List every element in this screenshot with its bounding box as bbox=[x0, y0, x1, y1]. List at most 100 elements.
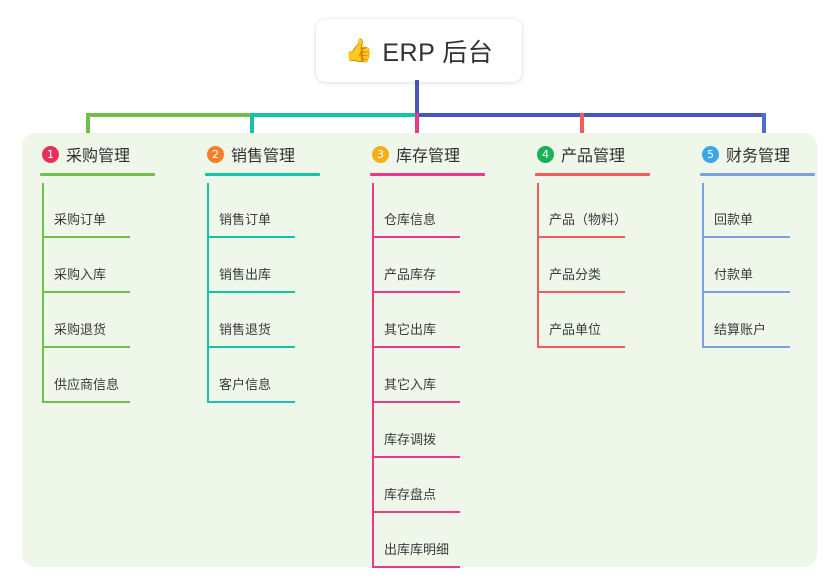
leaf-node-rule bbox=[207, 346, 295, 348]
branch-index-badge: 4 bbox=[537, 145, 554, 163]
leaf-node-rule bbox=[372, 236, 460, 238]
leaf-node-rule bbox=[372, 456, 460, 458]
leaf-node-rule bbox=[42, 291, 130, 293]
leaf-node[interactable]: 库存盘点 bbox=[372, 458, 477, 513]
leaf-node-rule bbox=[372, 566, 460, 568]
leaf-node[interactable]: 产品单位 bbox=[537, 293, 642, 348]
branch-header-rule bbox=[40, 173, 155, 176]
leaf-node-label: 供应商信息 bbox=[54, 377, 120, 392]
leaf-node-rule bbox=[207, 401, 295, 403]
leaf-node-label: 库存调拨 bbox=[384, 432, 437, 447]
leaf-node-label: 付款单 bbox=[714, 267, 754, 282]
bus-segment-teal bbox=[250, 113, 417, 117]
branch-header-rule bbox=[535, 173, 650, 176]
branch-index-badge: 1 bbox=[42, 145, 59, 163]
branch-spine-5 bbox=[702, 183, 704, 348]
branch-title: 财务管理 bbox=[726, 148, 791, 165]
leaf-node[interactable]: 销售出库 bbox=[207, 238, 312, 293]
leaf-node[interactable]: 付款单 bbox=[702, 238, 807, 293]
leaf-node[interactable]: 仓库信息 bbox=[372, 183, 477, 238]
branch-column-3: 3 库存管理 bbox=[370, 142, 485, 176]
leaf-node-rule bbox=[207, 236, 295, 238]
branch-index-badge: 5 bbox=[702, 145, 719, 163]
leaf-node-rule bbox=[42, 236, 130, 238]
leaf-node-label: 产品分类 bbox=[549, 267, 602, 282]
leaf-node[interactable]: 其它入库 bbox=[372, 348, 477, 403]
leaf-node-label: 其它入库 bbox=[384, 377, 437, 392]
branch-header-rule bbox=[370, 173, 485, 176]
branch-spine-3 bbox=[372, 183, 374, 568]
leaf-node-label: 产品库存 bbox=[384, 267, 437, 282]
leaf-node-rule bbox=[537, 346, 625, 348]
leaf-node-rule bbox=[372, 291, 460, 293]
bus-segment-blue bbox=[415, 113, 766, 117]
leaf-node-label: 采购退货 bbox=[54, 322, 107, 337]
leaf-node-label: 出库库明细 bbox=[384, 542, 450, 557]
trunk-connector bbox=[415, 80, 419, 113]
leaf-node[interactable]: 供应商信息 bbox=[42, 348, 147, 403]
leaf-node-label: 销售退货 bbox=[219, 322, 272, 337]
leaf-node[interactable]: 产品（物料） bbox=[537, 183, 642, 238]
branch-title: 采购管理 bbox=[66, 148, 131, 165]
leaf-node[interactable]: 销售订单 bbox=[207, 183, 312, 238]
branch-leaf-list-1: 采购订单采购入库采购退货供应商信息 bbox=[42, 183, 147, 403]
leaf-node-rule bbox=[42, 401, 130, 403]
leaf-node-label: 仓库信息 bbox=[384, 212, 437, 227]
leaf-node-label: 销售出库 bbox=[219, 267, 272, 282]
branch-column-4: 4 产品管理 bbox=[535, 142, 650, 176]
thumbs-up-icon: 👍 bbox=[344, 37, 374, 63]
leaf-node[interactable]: 客户信息 bbox=[207, 348, 312, 403]
branch-stub-2 bbox=[250, 113, 254, 146]
branch-spine-2 bbox=[207, 183, 209, 403]
branch-header-5[interactable]: 5 财务管理 bbox=[700, 142, 815, 166]
branch-index-badge: 2 bbox=[207, 145, 224, 163]
leaf-node[interactable]: 其它出库 bbox=[372, 293, 477, 348]
leaf-node-label: 回款单 bbox=[714, 212, 754, 227]
leaf-node-rule bbox=[372, 401, 460, 403]
leaf-node[interactable]: 回款单 bbox=[702, 183, 807, 238]
branch-leaf-list-4: 产品（物料） 产品分类产品单位 bbox=[537, 183, 642, 348]
branch-title: 库存管理 bbox=[396, 148, 461, 165]
leaf-node-rule bbox=[207, 291, 295, 293]
leaf-node[interactable]: 采购入库 bbox=[42, 238, 147, 293]
branch-index-badge: 3 bbox=[372, 145, 389, 163]
leaf-node-rule bbox=[537, 291, 625, 293]
branch-spine-4 bbox=[537, 183, 539, 348]
leaf-node[interactable]: 销售退货 bbox=[207, 293, 312, 348]
leaf-node-rule bbox=[702, 291, 790, 293]
branch-leaf-list-3: 仓库信息产品库存其它出库其它入库库存调拨库存盘点出库库明细 bbox=[372, 183, 477, 568]
leaf-node-label: 库存盘点 bbox=[384, 487, 437, 502]
leaf-node[interactable]: 库存调拨 bbox=[372, 403, 477, 458]
leaf-node-rule bbox=[537, 236, 625, 238]
bus-segment-green bbox=[86, 113, 252, 117]
branch-header-3[interactable]: 3 库存管理 bbox=[370, 142, 485, 166]
branch-leaf-list-2: 销售订单销售出库销售退货客户信息 bbox=[207, 183, 312, 403]
diagram-panel bbox=[22, 133, 817, 567]
leaf-node-rule bbox=[372, 511, 460, 513]
root-node-title: ERP 后台 bbox=[382, 38, 494, 67]
leaf-node[interactable]: 采购订单 bbox=[42, 183, 147, 238]
leaf-node-label: 产品（物料） bbox=[549, 212, 628, 227]
branch-title: 产品管理 bbox=[561, 148, 626, 165]
leaf-node-label: 采购订单 bbox=[54, 212, 107, 227]
leaf-node-label: 产品单位 bbox=[549, 322, 602, 337]
leaf-node[interactable]: 产品库存 bbox=[372, 238, 477, 293]
leaf-node[interactable]: 出库库明细 bbox=[372, 513, 477, 568]
leaf-node[interactable]: 产品分类 bbox=[537, 238, 642, 293]
branch-leaf-list-5: 回款单付款单结算账户 bbox=[702, 183, 807, 348]
leaf-node[interactable]: 采购退货 bbox=[42, 293, 147, 348]
leaf-node-rule bbox=[42, 346, 130, 348]
leaf-node[interactable]: 结算账户 bbox=[702, 293, 807, 348]
root-node-card[interactable]: 👍 ERP 后台 bbox=[316, 19, 522, 82]
leaf-node-label: 采购入库 bbox=[54, 267, 107, 282]
branch-stub-1 bbox=[86, 113, 90, 146]
branch-header-4[interactable]: 4 产品管理 bbox=[535, 142, 650, 166]
branch-header-1[interactable]: 1 采购管理 bbox=[40, 142, 155, 166]
branch-stub-5 bbox=[762, 113, 766, 146]
leaf-node-label: 其它出库 bbox=[384, 322, 437, 337]
branch-stub-3 bbox=[415, 113, 419, 146]
leaf-node-rule bbox=[702, 236, 790, 238]
branch-spine-1 bbox=[42, 183, 44, 403]
